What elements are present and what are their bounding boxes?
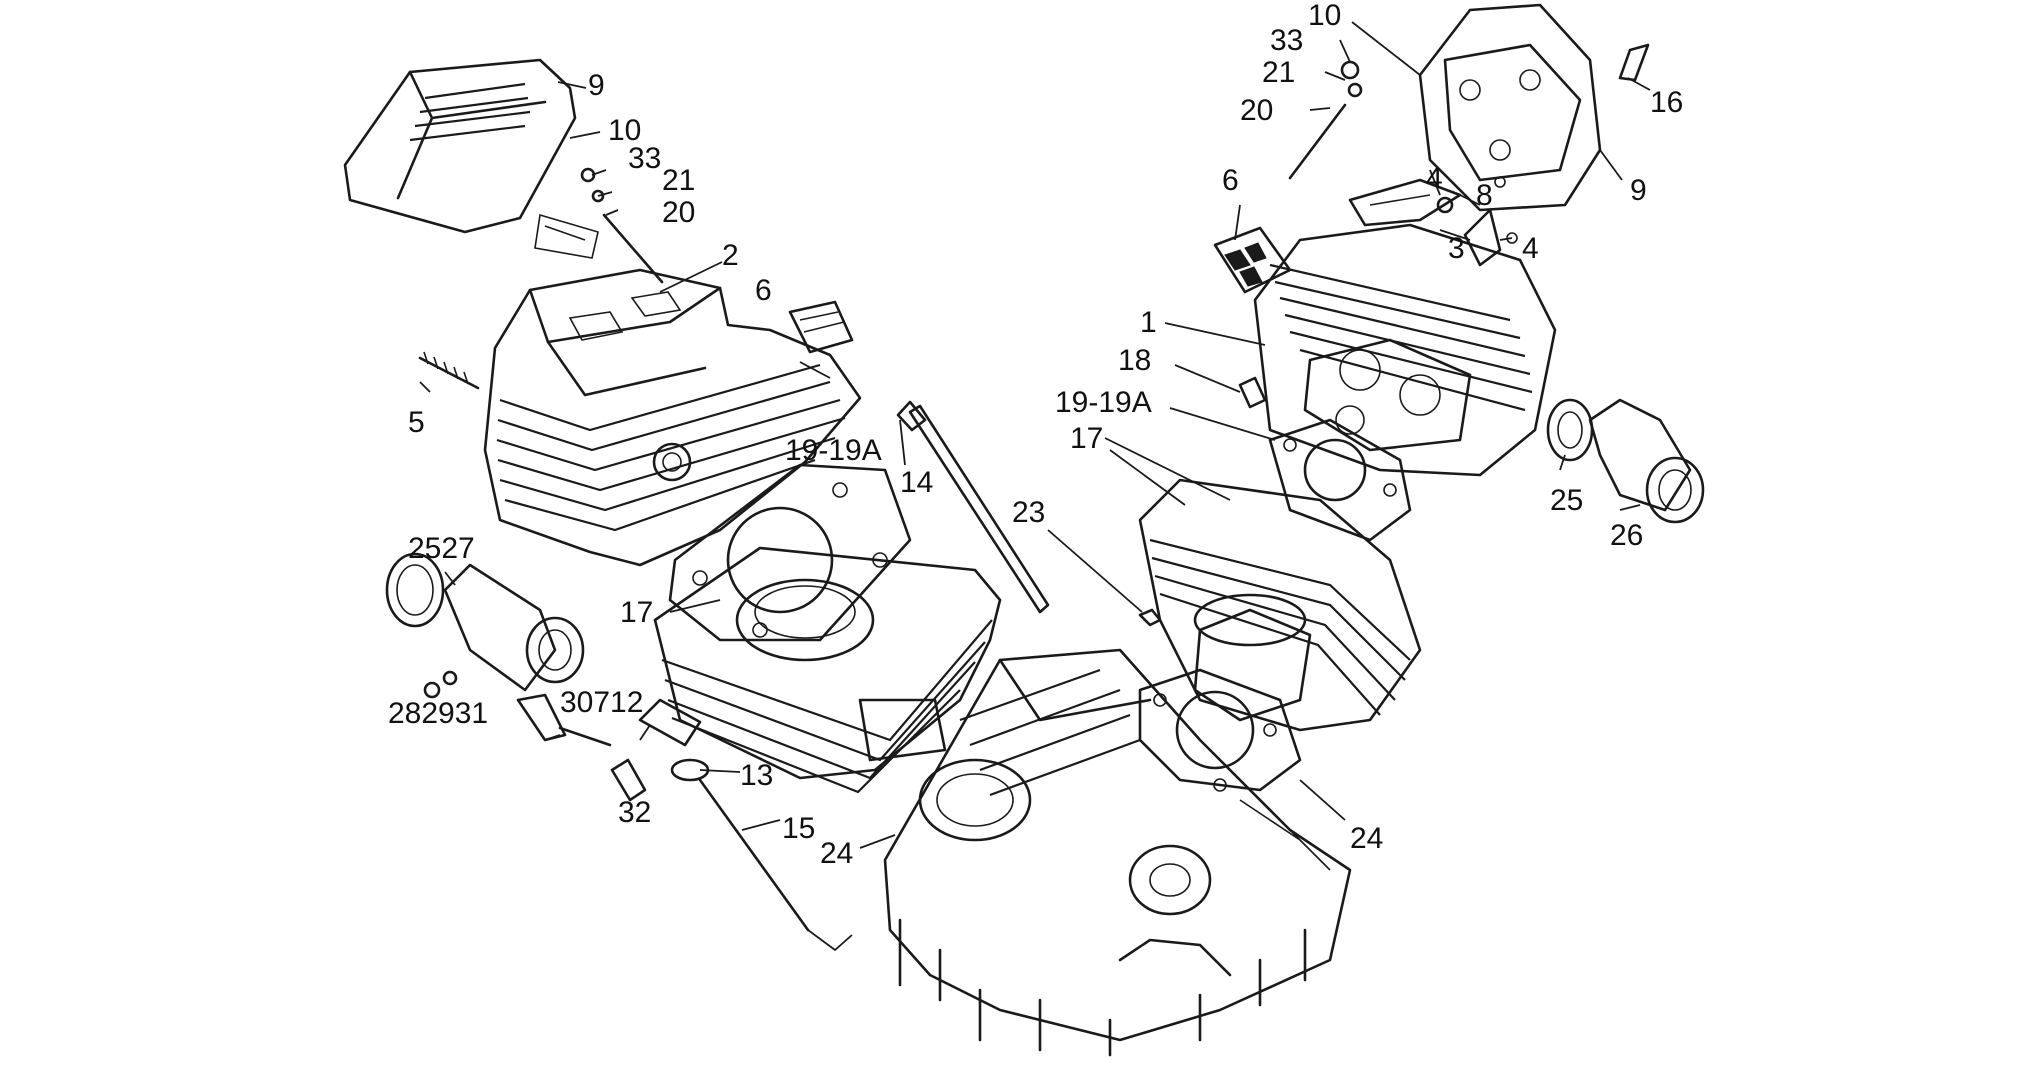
callout-15: 15 bbox=[782, 812, 815, 845]
callout-right-24: 24 bbox=[1350, 822, 1383, 855]
callout-left-10: 10 bbox=[608, 114, 641, 147]
right-cylinder-barrel bbox=[1138, 478, 1422, 732]
callout-right-19-19a: 19-19A bbox=[1055, 386, 1152, 419]
callout-left-5: 5 bbox=[408, 406, 425, 439]
right-cylinder-head bbox=[1253, 223, 1557, 477]
left-cylinder-head bbox=[483, 268, 862, 567]
right-intake-25-26 bbox=[1546, 398, 1705, 524]
left-cylinder-barrel bbox=[653, 546, 1002, 794]
right-head-gasket-19 bbox=[1268, 418, 1412, 542]
callout-right-18: 18 bbox=[1118, 344, 1151, 377]
callout-right-4b: 4 bbox=[1522, 232, 1539, 265]
right-dowel-18 bbox=[1238, 376, 1267, 409]
callout-right-25: 25 bbox=[1550, 484, 1583, 517]
callout-left-19-19a: 19-19A bbox=[785, 434, 882, 467]
leader-lines bbox=[419, 21, 1651, 849]
callout-23: 23 bbox=[1012, 496, 1045, 529]
callout-right-17: 17 bbox=[1070, 422, 1103, 455]
crankcase bbox=[883, 648, 1352, 1057]
callout-right-26: 26 bbox=[1610, 519, 1643, 552]
left-small-hardware bbox=[423, 670, 710, 802]
callout-left-6: 6 bbox=[755, 274, 772, 307]
callout-right-10: 10 bbox=[1308, 0, 1341, 32]
callout-28-29-31: 282931 bbox=[388, 697, 488, 730]
callout-right-3: 3 bbox=[1448, 232, 1465, 265]
callout-left-24: 24 bbox=[820, 837, 853, 870]
callout-right-6: 6 bbox=[1222, 164, 1239, 197]
callout-right-33: 33 bbox=[1270, 24, 1303, 57]
callout-left-9: 9 bbox=[588, 69, 605, 102]
left-rocker-cover bbox=[343, 58, 599, 259]
callout-right-20: 20 bbox=[1240, 94, 1273, 127]
left-spark-plug-5 bbox=[418, 351, 480, 390]
right-rockers bbox=[1348, 176, 1518, 267]
callout-left-20: 20 bbox=[662, 196, 695, 229]
right-base-gasket-24 bbox=[1138, 668, 1302, 792]
left-stud-20 bbox=[580, 167, 664, 284]
left-part-6 bbox=[788, 300, 854, 354]
callout-16: 16 bbox=[1650, 86, 1683, 119]
callout-30-7-12: 30712 bbox=[560, 686, 643, 719]
callout-right-1: 1 bbox=[1140, 306, 1157, 339]
left-base-gasket bbox=[668, 463, 912, 642]
callout-right-21: 21 bbox=[1262, 56, 1295, 89]
left-intake-25-27 bbox=[385, 552, 585, 692]
right-stud-20 bbox=[1288, 60, 1363, 180]
callout-32: 32 bbox=[618, 796, 651, 829]
callout-14: 14 bbox=[900, 466, 933, 499]
left-long-stud-15 bbox=[698, 778, 853, 952]
stud-23 bbox=[1138, 608, 1162, 627]
callout-labels: 9 10 33 21 20 2 6 5 19-19A 14 2527 17 28… bbox=[388, 0, 1683, 870]
callout-left-21: 21 bbox=[662, 164, 695, 197]
callout-right-4a: 4 bbox=[1426, 162, 1443, 195]
right-rocker-cover bbox=[1418, 3, 1650, 212]
callout-13: 13 bbox=[740, 759, 773, 792]
right-part-6 bbox=[1213, 226, 1292, 294]
center-long-stud-14 bbox=[896, 400, 1050, 614]
callout-25-27: 2527 bbox=[408, 532, 475, 565]
callout-left-17: 17 bbox=[620, 596, 653, 629]
callout-right-9: 9 bbox=[1630, 174, 1647, 207]
callout-left-2: 2 bbox=[722, 239, 739, 272]
callout-right-8: 8 bbox=[1476, 179, 1493, 212]
callout-left-33: 33 bbox=[628, 142, 661, 175]
